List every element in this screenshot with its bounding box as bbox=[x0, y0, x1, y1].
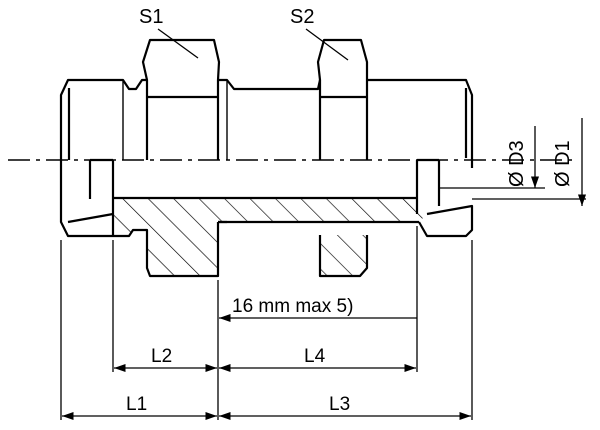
label-l2: L2 bbox=[151, 346, 172, 367]
fitting-body bbox=[59, 38, 474, 278]
label-s2: S2 bbox=[290, 6, 314, 28]
extension-lines bbox=[60, 226, 473, 420]
hex-s2-upper bbox=[316, 38, 369, 160]
label-s1: S1 bbox=[139, 6, 163, 28]
diameter-dimensions bbox=[439, 118, 587, 206]
label-l3: L3 bbox=[329, 394, 350, 415]
hex-s1-upper bbox=[141, 38, 221, 160]
label-d1: Ø D1 bbox=[552, 140, 574, 187]
section-hatching bbox=[113, 198, 427, 276]
label-l1: L1 bbox=[126, 394, 147, 415]
label-d3: Ø D3 bbox=[506, 140, 528, 187]
note-16mm: 16 mm max 5) bbox=[232, 296, 353, 317]
dimension-lines bbox=[62, 313, 471, 421]
leaders bbox=[157, 28, 349, 61]
label-l4: L4 bbox=[304, 346, 326, 367]
